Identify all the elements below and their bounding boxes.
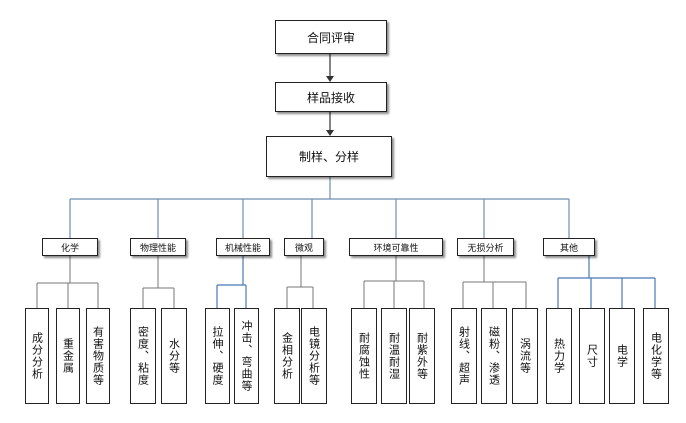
- leaf-label: 水分等: [167, 338, 181, 374]
- leaf-label: 重金属: [61, 338, 75, 374]
- leaf-item: 电化学等: [643, 308, 669, 404]
- flow-box-sample-prep: 制样、分样: [266, 136, 392, 177]
- leaf-label: 尺寸: [585, 344, 599, 368]
- category-label: 化学: [60, 243, 79, 254]
- flow-box-sample-receipt: 样品接收: [275, 82, 387, 112]
- leaf-item: 重金属: [56, 308, 80, 404]
- leaf-item: 电学: [609, 308, 635, 404]
- leaf-label: 热力学: [552, 338, 566, 374]
- flow-box-contract-review: 合同评审: [275, 20, 387, 54]
- leaf-item: 耐温耐湿: [381, 308, 407, 404]
- leaf-label: 耐紫外等: [415, 332, 429, 380]
- leaf-item: 成分分析: [25, 308, 49, 404]
- leaf-item: 冲击、弯曲等: [234, 308, 259, 404]
- leaf-item: 拉伸、硬度: [205, 308, 230, 404]
- leaf-item: 磁粉、渗透: [481, 308, 507, 404]
- leaf-item: 金相分析: [274, 308, 300, 404]
- leaf-label: 密度、粘度: [136, 326, 150, 386]
- category-label: 微观: [294, 243, 313, 254]
- leaf-label: 冲击、弯曲等: [240, 320, 253, 392]
- flow-box-label: 制样、分样: [298, 150, 359, 164]
- leaf-item: 尺寸: [579, 308, 605, 404]
- leaf-item: 电镜分析等: [301, 308, 327, 404]
- category-environmental: 环境可靠性: [349, 238, 443, 256]
- leaf-item: 射线、超声: [451, 308, 477, 404]
- leaf-label: 电镜分析等: [307, 326, 321, 386]
- leaf-label: 成分分析: [30, 332, 44, 380]
- leaf-item: 耐紫外等: [409, 308, 435, 404]
- leaf-label: 电学: [615, 344, 629, 368]
- leaf-item: 有害物质等: [86, 308, 110, 404]
- leaf-item: 耐腐蚀性: [351, 308, 377, 404]
- category-label: 无损分析: [467, 243, 504, 254]
- leaf-label: 耐腐蚀性: [357, 332, 371, 380]
- leaf-label: 耐温耐湿: [387, 332, 401, 380]
- leaf-item: 密度、粘度: [130, 308, 156, 404]
- leaf-item: 热力学: [546, 308, 572, 404]
- category-other: 其他: [543, 238, 595, 256]
- leaf-label: 拉伸、硬度: [211, 326, 224, 386]
- category-label: 其他: [559, 243, 578, 254]
- leaf-label: 有害物质等: [91, 326, 105, 386]
- category-physical: 物理性能: [130, 238, 186, 256]
- flow-box-label: 合同评审: [306, 30, 355, 45]
- category-label: 物理性能: [139, 243, 176, 254]
- category-nondestructive: 无损分析: [457, 238, 514, 256]
- category-chemistry: 化学: [42, 238, 98, 256]
- leaf-item: 水分等: [161, 308, 187, 404]
- category-micro: 微观: [284, 238, 324, 256]
- flow-box-label: 样品接收: [306, 90, 355, 105]
- leaf-label: 涡流等: [518, 338, 532, 374]
- leaf-label: 磁粉、渗透: [487, 326, 501, 386]
- leaf-label: 金相分析: [280, 332, 294, 380]
- category-mechanical: 机械性能: [216, 238, 270, 256]
- leaf-label: 电化学等: [649, 332, 663, 380]
- leaf-item: 涡流等: [512, 308, 538, 404]
- leaf-label: 射线、超声: [457, 326, 471, 386]
- category-label: 机械性能: [224, 243, 261, 254]
- category-label: 环境可靠性: [373, 243, 419, 254]
